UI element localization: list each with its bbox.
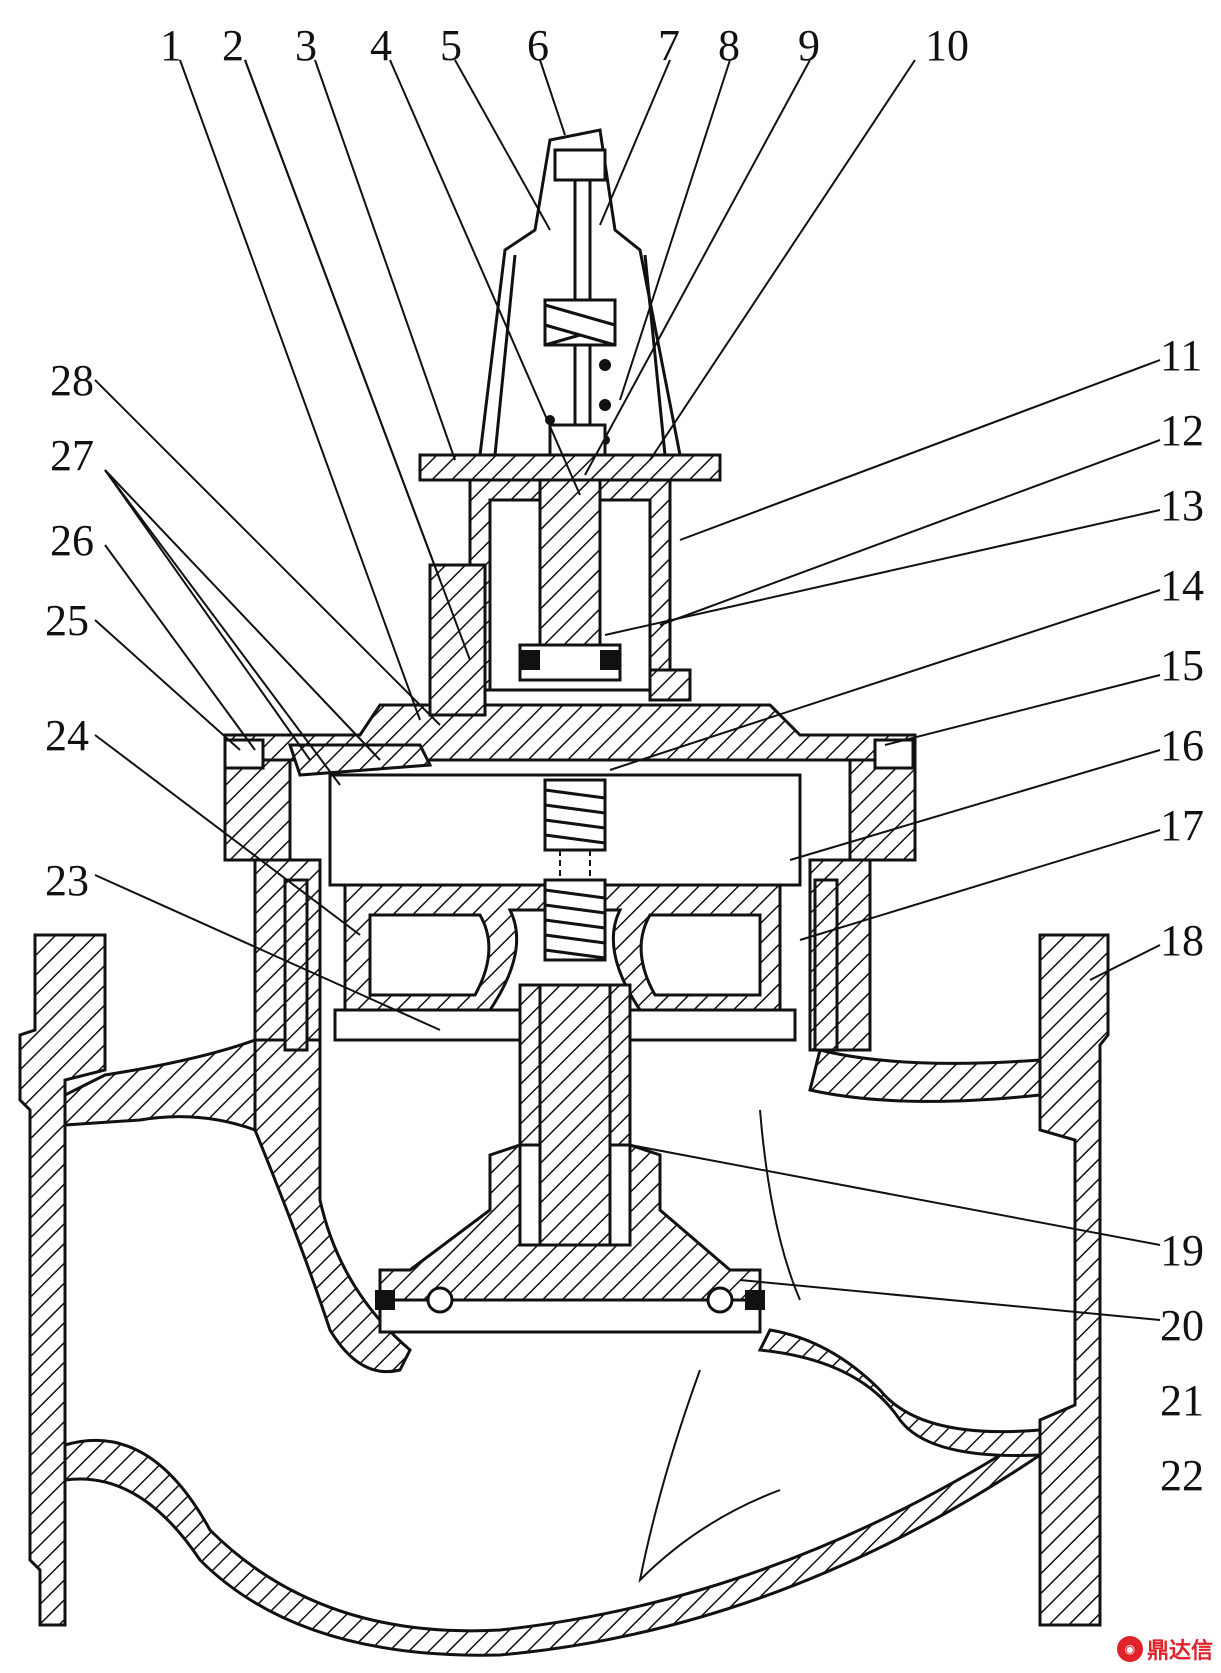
label-part-10: 10 xyxy=(925,21,969,70)
leader-lines xyxy=(94,59,1161,1321)
part-labels: 1 2 3 4 5 6 7 8 9 10 11 12 13 14 15 16 1… xyxy=(45,21,1204,1500)
label-part-18: 18 xyxy=(1160,916,1204,965)
bonnet-cylinder xyxy=(223,703,917,1052)
seat-wall-left xyxy=(253,1038,412,1374)
watermark: ◉ 鼎达信 xyxy=(1116,1633,1213,1665)
label-part-6: 6 xyxy=(527,21,549,70)
seat-wall-right xyxy=(757,1328,1042,1458)
cover-vent xyxy=(287,743,433,777)
label-part-16: 16 xyxy=(1160,721,1204,770)
bonnet-flange-left xyxy=(223,758,292,862)
right-flange xyxy=(1038,933,1110,1627)
upper-spring xyxy=(543,778,607,852)
lower-spring xyxy=(543,878,607,962)
label-part-17: 17 xyxy=(1160,801,1204,850)
bonnet-flange-right xyxy=(848,758,917,862)
cylinder-inner-right xyxy=(813,878,839,1052)
watermark-text: 鼎达信 xyxy=(1146,1639,1213,1664)
label-part-8: 8 xyxy=(718,21,740,70)
cover-bolt-left xyxy=(223,738,265,770)
cover-bolt-right xyxy=(873,738,915,770)
label-part-5: 5 xyxy=(440,21,462,70)
label-part-13: 13 xyxy=(1160,481,1204,530)
label-part-11: 11 xyxy=(1160,331,1202,380)
logo-icon: ◉ xyxy=(1116,1636,1143,1662)
valve-body xyxy=(18,933,1110,1657)
label-part-21: 21 xyxy=(1160,1376,1204,1425)
left-flange xyxy=(18,933,107,1627)
label-part-4: 4 xyxy=(370,21,392,70)
label-part-24: 24 xyxy=(45,711,89,760)
pilot-sleeve-left xyxy=(428,563,487,717)
label-part-28: 28 xyxy=(50,356,94,405)
label-part-15: 15 xyxy=(1160,641,1204,690)
label-part-20: 20 xyxy=(1160,1301,1204,1350)
disc-bolt-left xyxy=(426,1286,454,1314)
pilot-cone xyxy=(478,128,682,456)
disc-bolt-right xyxy=(706,1286,734,1314)
body-wall-upper-right xyxy=(808,1048,1042,1103)
pilot-assembly xyxy=(418,128,722,717)
flow-divider xyxy=(759,1109,801,1301)
label-part-9: 9 xyxy=(798,21,820,70)
label-part-26: 26 xyxy=(50,516,94,565)
pilot-foot xyxy=(648,668,692,702)
label-part-27: 27 xyxy=(50,431,94,480)
label-part-12: 12 xyxy=(1160,406,1204,455)
pilot-base xyxy=(418,453,722,482)
label-part-1: 1 xyxy=(160,21,182,70)
body-wall-lower xyxy=(63,1427,1042,1657)
label-part-22: 22 xyxy=(1160,1451,1204,1500)
main-disc xyxy=(378,1142,762,1302)
label-part-25: 25 xyxy=(45,596,89,645)
adjusting-spring xyxy=(543,298,617,445)
stem-guide-left xyxy=(518,983,542,1147)
label-part-3: 3 xyxy=(295,21,317,70)
label-part-14: 14 xyxy=(1160,561,1204,610)
label-part-23: 23 xyxy=(45,856,89,905)
label-part-7: 7 xyxy=(658,21,680,70)
pilot-cap xyxy=(553,148,607,182)
label-part-2: 2 xyxy=(222,21,244,70)
label-part-19: 19 xyxy=(1160,1226,1204,1275)
stem-guide-right xyxy=(608,983,632,1147)
piston-assembly xyxy=(328,773,802,1334)
valve-stem xyxy=(538,983,612,1247)
